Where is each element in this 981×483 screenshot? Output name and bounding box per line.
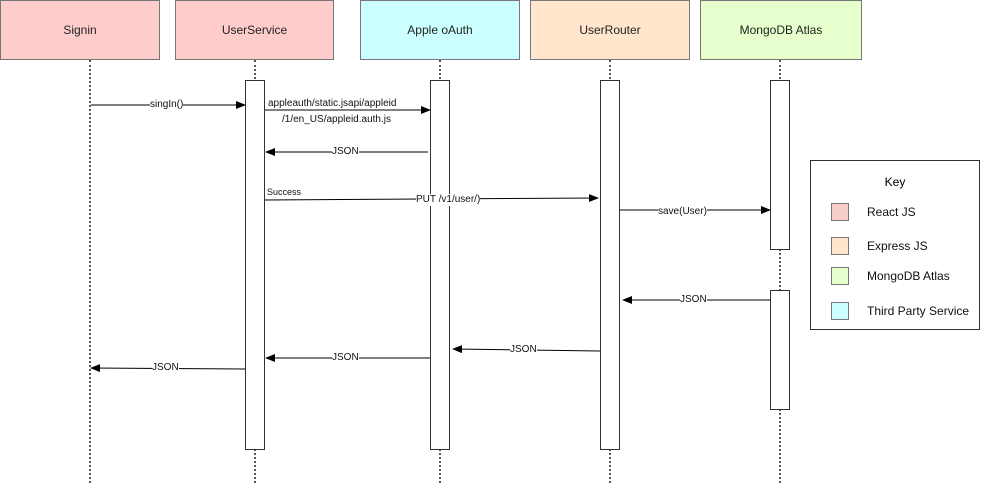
message-label: Success	[267, 187, 302, 197]
message-label: JSON	[332, 352, 359, 364]
message-label: JSON	[680, 294, 707, 306]
message-label: appleauth/static.jsapi/appleid	[268, 98, 397, 109]
participant-label: UserRouter	[579, 23, 641, 37]
participant-userservice: UserService	[175, 0, 334, 60]
participant-label: Signin	[63, 23, 97, 37]
participant-signin: Signin	[0, 0, 160, 60]
participant-mongodb-atlas: MongoDB Atlas	[700, 0, 862, 60]
lifeline-signin	[89, 60, 91, 483]
activation-mongodb-atlas-1	[770, 80, 790, 250]
message-label: save(User)	[658, 206, 707, 218]
lifeline-mongodb-atlas	[779, 60, 781, 483]
message-label: /1/en_US/appleid.auth.js	[282, 114, 391, 125]
message-label: PUT /v1/user/)	[416, 194, 481, 206]
activation-userservice	[245, 80, 265, 450]
message-label: JSON	[152, 362, 179, 374]
key-item-mongodb: MongoDB Atlas	[831, 267, 950, 285]
participant-apple-oauth: Apple oAuth	[360, 0, 520, 60]
participant-label: UserService	[221, 23, 288, 37]
swatch-react	[831, 203, 849, 221]
key-legend: Key React JS Express JS MongoDB Atlas Th…	[810, 160, 980, 330]
participant-userrouter: UserRouter	[530, 0, 690, 60]
key-item-express: Express JS	[831, 237, 928, 255]
key-item-third-party: Third Party Service	[831, 302, 969, 320]
message-label: JSON	[332, 146, 359, 158]
activation-apple-oauth	[430, 80, 450, 450]
swatch-third-party	[831, 302, 849, 320]
key-title: Key	[884, 175, 906, 189]
key-label: React JS	[867, 205, 916, 219]
key-label: MongoDB Atlas	[867, 269, 950, 283]
key-item-react: React JS	[831, 203, 916, 221]
participant-label: MongoDB Atlas	[739, 23, 823, 37]
message-label: singIn()	[150, 99, 184, 111]
activation-mongodb-atlas-2	[770, 290, 790, 410]
message-label: JSON	[510, 344, 537, 356]
swatch-mongodb	[831, 267, 849, 285]
activation-userrouter	[600, 80, 620, 450]
key-label: Express JS	[867, 239, 928, 253]
key-label: Third Party Service	[867, 304, 970, 318]
swatch-express	[831, 237, 849, 255]
participant-label: Apple oAuth	[407, 23, 473, 37]
